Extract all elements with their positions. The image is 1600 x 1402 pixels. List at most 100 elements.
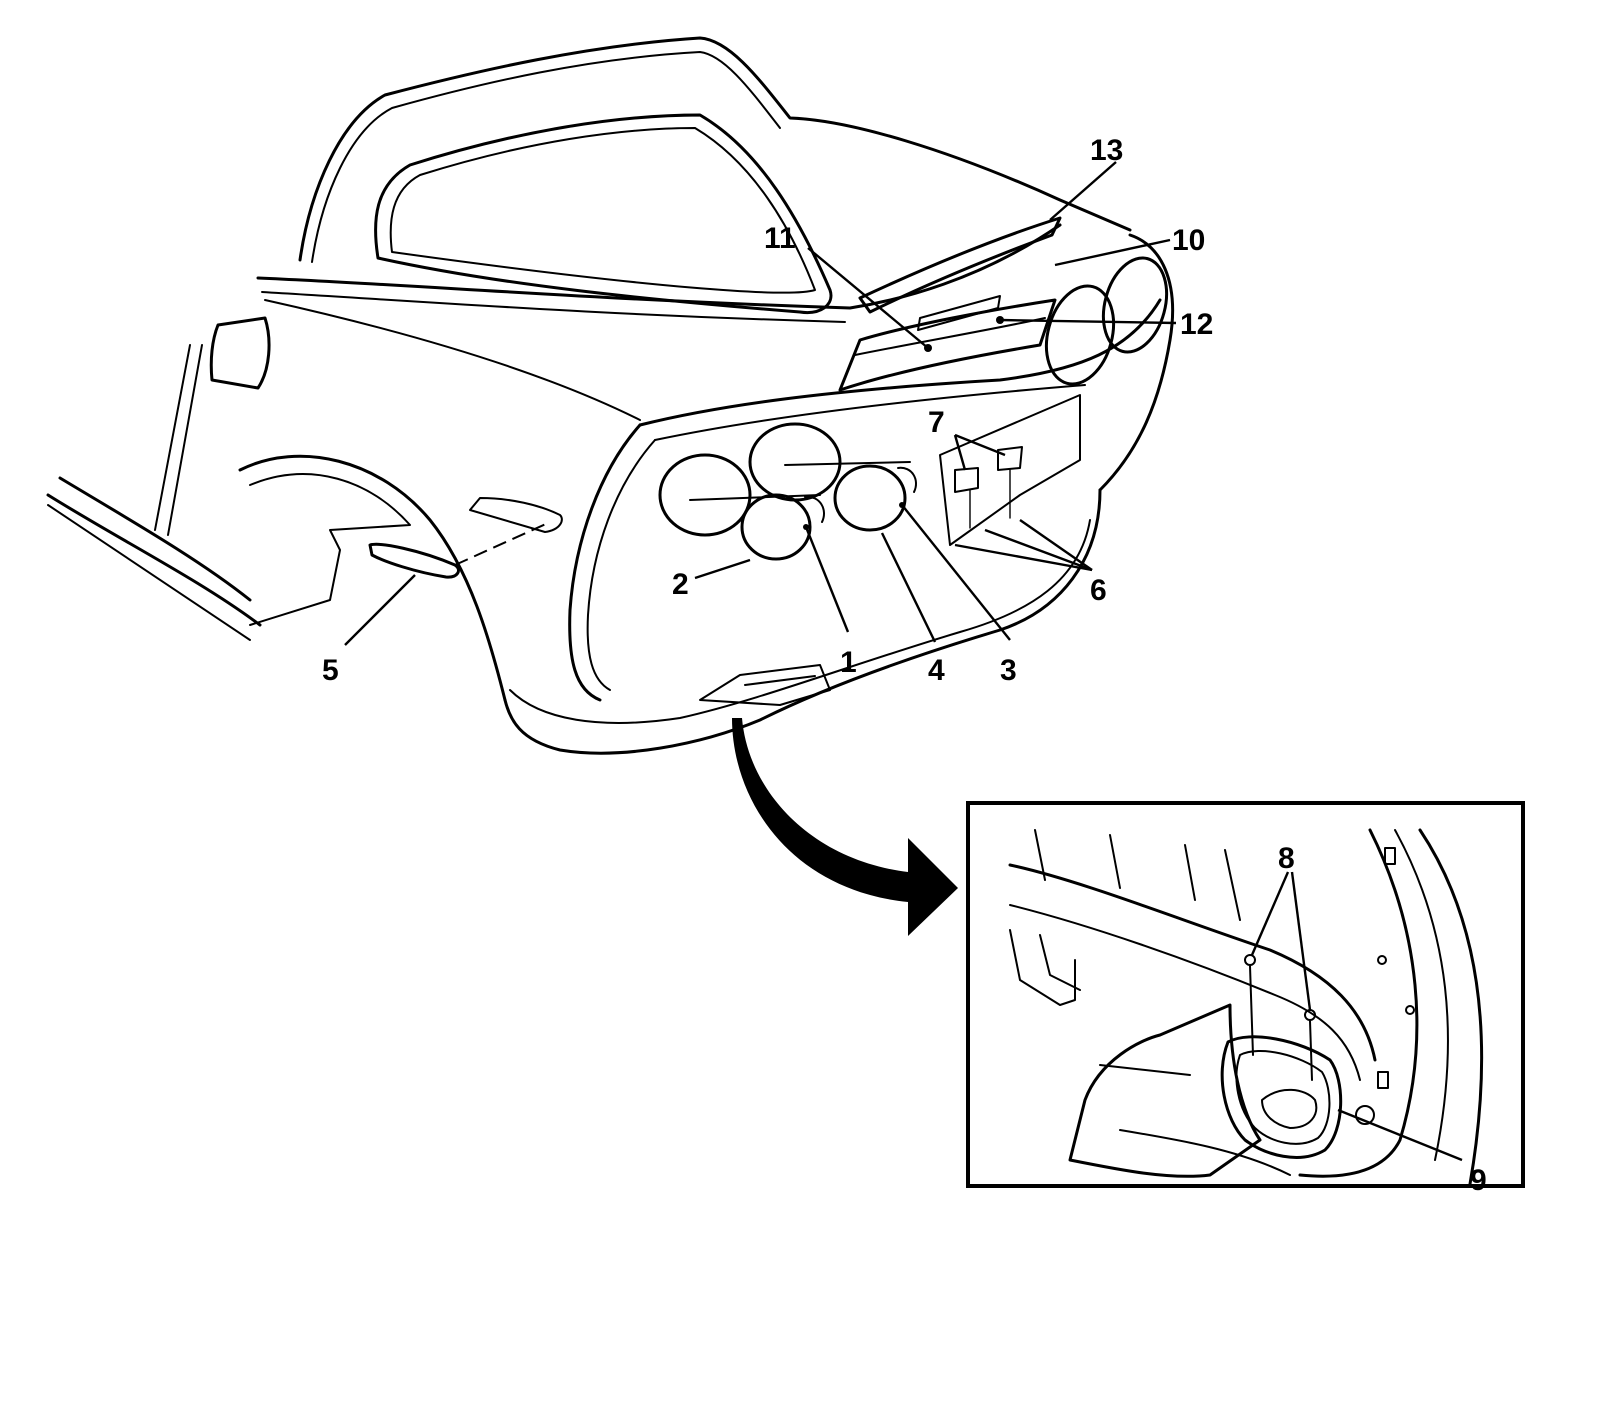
- side-marker-alignment-dashed: [454, 522, 549, 566]
- leader-3-dot: [899, 502, 905, 508]
- side-marker-lens: [368, 542, 460, 579]
- inset-wheel-arc-inner: [1298, 828, 1419, 1178]
- lamp-lead-1: [689, 494, 821, 501]
- lamp-lenses: [689, 461, 917, 561]
- door-opening-pillar: [154, 344, 203, 536]
- detail-inset-frame: [966, 801, 1525, 1188]
- inset-hole-a: [1355, 1105, 1375, 1125]
- leader-7b: [954, 433, 1006, 457]
- inset-fascia-sweep-outer: [1008, 863, 1377, 1062]
- spoiler-top: [858, 216, 1062, 314]
- leader-5: [344, 574, 416, 646]
- fuel-door: [209, 316, 271, 390]
- rear-window-outer: [374, 113, 833, 315]
- inset-lamp-housing: [1220, 1035, 1343, 1159]
- chmsl-bar: [917, 295, 1001, 331]
- lower-fascia-inner: [509, 519, 1091, 724]
- belt-line-lower: [261, 291, 846, 323]
- leader-1-dot: [803, 524, 809, 530]
- inset-inner-panel-top: [1034, 829, 1241, 921]
- leader-9: [1337, 1108, 1463, 1162]
- inset-slot-b: [1377, 1071, 1389, 1089]
- tail-lamp-opening-inner-left: [748, 422, 842, 502]
- leader-6a: [954, 543, 1093, 572]
- inset-hole-b: [1377, 955, 1387, 965]
- fascia-upper-line: [654, 384, 1086, 441]
- callout-11: 11: [764, 222, 796, 255]
- lamp-lead-2: [784, 461, 911, 466]
- leaders-main: [344, 161, 1177, 646]
- callout-1: 1: [840, 646, 857, 679]
- tail-lamp-opening-outer-right: [1044, 284, 1116, 386]
- inset-lamp-housing-inner: [1235, 1050, 1331, 1145]
- inset-slot-a: [1384, 847, 1396, 865]
- license-plate-area: [939, 394, 1081, 546]
- tail-lamp-openings-left: [658, 422, 842, 537]
- fascia-top-sweep: [638, 298, 1162, 427]
- inset-fascia-sweep-inner: [1009, 904, 1361, 1081]
- lamp-lens-item-4: [833, 464, 907, 532]
- wheel-opening: [238, 454, 507, 702]
- callout-10: 10: [1172, 224, 1205, 257]
- leader-8a: [1250, 871, 1290, 956]
- quarter-inner-curve: [586, 439, 656, 691]
- lamp-lens-item-2: [740, 493, 812, 561]
- leader-12-dot: [996, 316, 1004, 324]
- leader-4: [880, 532, 937, 643]
- tail-lamp-opening-inner-right: [1101, 256, 1169, 354]
- inset-lower-shield: [1099, 1064, 1291, 1176]
- rocker-panel-lower: [47, 504, 251, 641]
- callout-5: 5: [322, 654, 339, 687]
- callout-13: 13: [1090, 134, 1123, 167]
- leader-6c: [1019, 519, 1093, 571]
- leader-6b: [984, 528, 1093, 572]
- leader-11-dot: [924, 344, 932, 352]
- leader-3: [901, 504, 1011, 641]
- wheel-opening-inner: [249, 473, 411, 626]
- deck-panel-inner: [854, 317, 1046, 356]
- callout-8: 8: [1278, 842, 1295, 875]
- leader-11: [807, 247, 929, 349]
- leader-8b: [1290, 871, 1312, 1011]
- inset-hole-c: [1405, 1005, 1415, 1015]
- leader-7a: [953, 434, 967, 471]
- inset-lamp-bulb: [1261, 1088, 1318, 1129]
- detail-arrow: [732, 718, 958, 936]
- inset-fastener-left-shank: [1249, 965, 1254, 1056]
- callout-2: 2: [672, 568, 689, 601]
- detail-inset: 8 9: [966, 801, 1525, 1197]
- retainer-ring-3: [897, 466, 917, 493]
- callout-7: 7: [928, 406, 945, 439]
- rocker-panel: [46, 476, 262, 627]
- rear-body-main-view: [46, 36, 1175, 755]
- tail-lamp-opening-outer-left: [658, 453, 752, 537]
- lower-fascia: [503, 488, 1102, 755]
- inset-left-bracket: [1009, 929, 1081, 1006]
- license-plate-pocket: [939, 394, 1081, 546]
- roof-outer-frame: [298, 36, 1132, 262]
- callout-12: 12: [1180, 308, 1213, 341]
- leader-12: [999, 318, 1177, 325]
- callout-6: 6: [1090, 574, 1107, 607]
- tail-lamp-openings-right: [1044, 256, 1169, 386]
- side-marker-item-5: [368, 522, 549, 579]
- body-right-edge: [1098, 233, 1175, 492]
- detail-arrow-body: [732, 718, 958, 936]
- callout-9: 9: [1470, 1164, 1487, 1197]
- rear-window-inner: [389, 127, 816, 294]
- inset-fastener-left: [1244, 954, 1256, 966]
- inset-wheel-arc-outer: [1418, 828, 1484, 1184]
- inset-fastener-right-shank: [1309, 1020, 1313, 1081]
- retainer-ring-1: [804, 495, 825, 523]
- leader-10: [1054, 238, 1171, 267]
- roof-inner-frame: [311, 51, 781, 263]
- leader-1: [804, 526, 850, 633]
- belt-line: [256, 223, 1062, 310]
- callout-3: 3: [1000, 654, 1017, 687]
- leader-2: [694, 558, 751, 580]
- side-marker-housing: [469, 497, 563, 533]
- diffuser: [699, 664, 831, 706]
- plate-bracket-right: [997, 446, 1023, 471]
